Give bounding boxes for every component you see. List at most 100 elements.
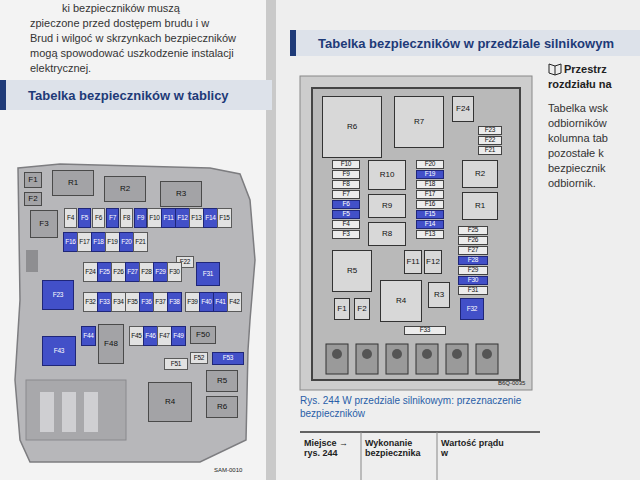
part-label: F53 — [223, 355, 234, 362]
fuse-box: F25 — [458, 226, 488, 235]
fuse-box: F53 — [212, 352, 244, 365]
fuse-box: F33 — [97, 292, 112, 312]
housing-detail — [40, 392, 54, 432]
relay-box: F2 — [24, 192, 42, 206]
relay-box: R10 — [368, 160, 406, 190]
part-label: F26 — [468, 237, 479, 244]
part-label: F52 — [194, 355, 205, 362]
relay-box: R2 — [104, 176, 146, 202]
part-label: F23 — [53, 292, 64, 299]
part-label: R3 — [434, 291, 444, 299]
part-label: F33 — [99, 299, 110, 306]
relay-box: R4 — [148, 382, 192, 422]
fuse-box: F38 — [167, 292, 182, 312]
section-ref: rozdziału na — [548, 78, 612, 91]
part-label: F27 — [127, 269, 138, 276]
part-label: F32 — [467, 306, 478, 313]
part-label: F42 — [229, 299, 240, 306]
fuse-box: F7 — [106, 208, 119, 228]
part-label: F34 — [113, 299, 124, 306]
fuse-box-housing — [312, 88, 520, 380]
fuse-box: F16 — [63, 232, 78, 252]
fuse-box: F35 — [125, 292, 140, 312]
fuse-box: F23 — [42, 280, 74, 310]
part-label: F16 — [425, 201, 436, 208]
part-label: F29 — [468, 267, 479, 274]
part-label: F46 — [145, 333, 156, 340]
fuse-box: F32 — [83, 292, 98, 312]
fuse-box: F16 — [416, 200, 444, 209]
fuse-box: F6 — [332, 200, 360, 209]
part-label: F7 — [109, 215, 116, 222]
part-label: F28 — [468, 257, 479, 264]
part-label: F49 — [173, 333, 184, 340]
part-label: F13 — [191, 215, 202, 222]
part-label: F11 — [163, 215, 173, 222]
part-label: R5 — [347, 267, 357, 275]
fuse-box: F7 — [332, 190, 360, 199]
part-label: R2 — [120, 185, 130, 193]
part-label: F30 — [169, 269, 180, 276]
fuse-box: F19 — [416, 170, 444, 179]
relay-box: F48 — [98, 324, 124, 364]
relay-box: R6 — [322, 96, 382, 158]
relay-box: R9 — [368, 194, 406, 218]
fuse-box: F18 — [416, 180, 444, 189]
part-label: R8 — [382, 230, 392, 238]
part-label: F20 — [121, 239, 132, 246]
fuse-box: F52 — [190, 352, 208, 364]
fuse-box: F4 — [64, 208, 77, 228]
relay-box: F50 — [190, 326, 216, 344]
part-label: F8 — [342, 181, 349, 188]
part-label: F35 — [127, 299, 138, 306]
part-label: F50 — [196, 331, 210, 339]
relay-box: R3 — [160, 181, 202, 207]
body-text: elektrycznej. — [30, 62, 91, 75]
fuse-box: F3 — [332, 230, 360, 239]
part-label: F28 — [141, 269, 152, 276]
fuse-box: F9 — [332, 170, 360, 179]
relay-box: R8 — [368, 222, 406, 246]
part-label: F7 — [342, 191, 349, 198]
part-label: F21 — [485, 147, 496, 154]
fuse-box: F21 — [133, 232, 148, 252]
fuse-box: F51 — [164, 358, 188, 370]
body-text: ki bezpieczników muszą — [62, 2, 180, 15]
relay-box: F11 — [404, 250, 422, 274]
part-label: F31 — [203, 271, 214, 278]
part-label: F48 — [104, 340, 118, 348]
table-header-cell: Wartość prądu w — [441, 438, 511, 459]
part-label: F14 — [205, 215, 216, 222]
part-label: F15 — [219, 215, 230, 222]
fuse-box: F18 — [91, 232, 106, 252]
part-label: R5 — [217, 377, 227, 385]
fuse-box: F33 — [404, 326, 446, 335]
part-label: F10 — [341, 161, 352, 168]
part-label: F19 — [107, 239, 118, 246]
body-text: zpieczone przed dostępem brudu i w — [30, 17, 209, 30]
fuse-box: F9 — [134, 208, 147, 228]
fuse-box-housing — [15, 164, 255, 462]
heading-band: Tabelka bezpieczników w tablicy — [0, 80, 272, 110]
fuse-box: F14 — [203, 208, 218, 228]
part-label: F44 — [83, 333, 94, 340]
part-label: F24 — [456, 105, 470, 113]
heading-text: Tabelka bezpieczników w przedziale silni… — [318, 37, 614, 50]
fuse-box: F27 — [458, 246, 488, 255]
housing-clip — [26, 250, 38, 272]
relay-box: F1 — [334, 298, 350, 320]
fuse-box: F27 — [125, 262, 140, 282]
part-label: F20 — [425, 161, 436, 168]
figure-caption: Rys. 244 W przedziale silnikowym: przezn… — [300, 395, 536, 420]
part-label: F12 — [177, 215, 188, 222]
part-label: F1 — [28, 176, 37, 184]
relay-box: F2 — [354, 298, 370, 320]
relay-box: R7 — [394, 96, 444, 148]
relay-box: R6 — [206, 396, 238, 418]
fuse-box: F13 — [189, 208, 204, 228]
fuse-box: F14 — [416, 220, 444, 229]
body-text: Tabelka wsk — [548, 102, 608, 115]
housing-detail — [84, 392, 98, 432]
left-page — [0, 0, 272, 480]
